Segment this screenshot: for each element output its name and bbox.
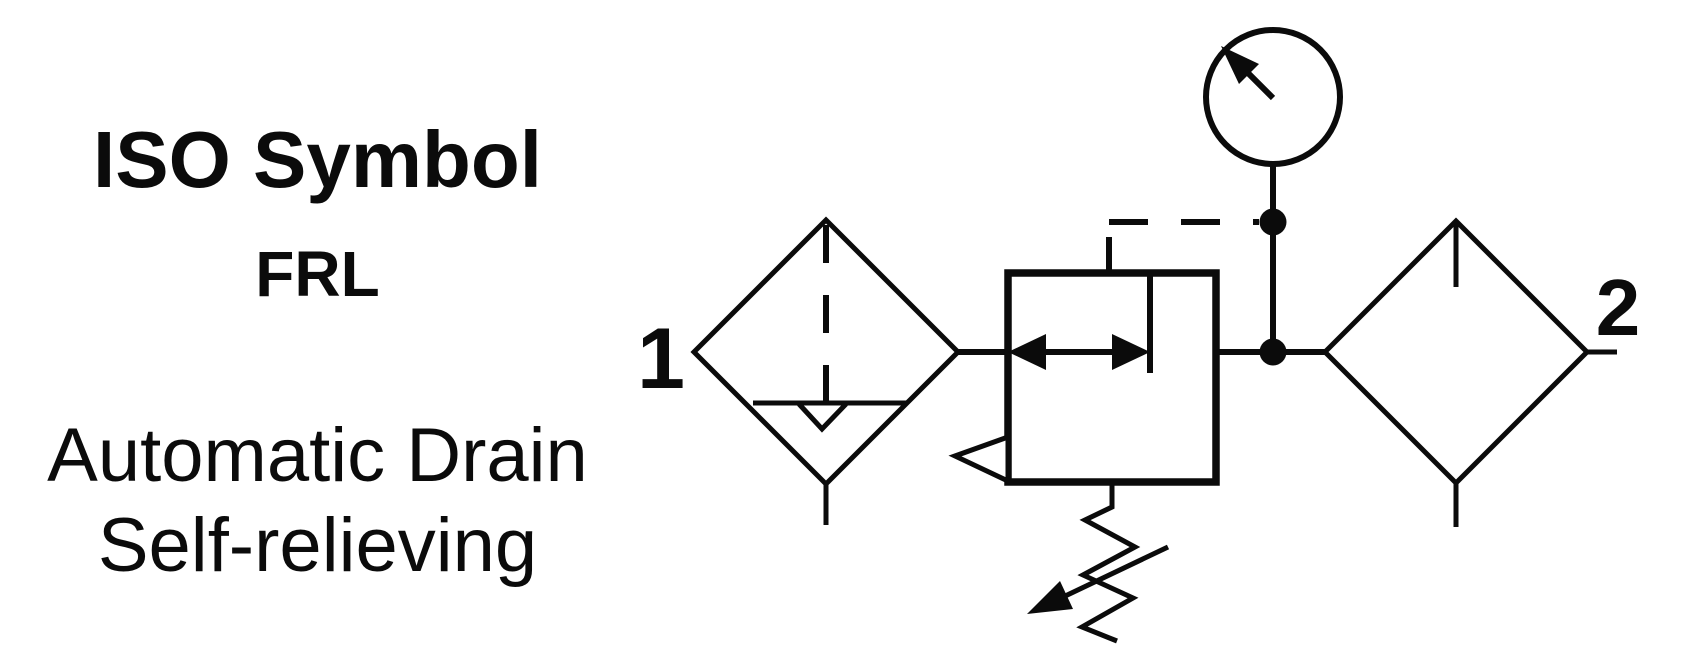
filter-symbol [690, 216, 962, 525]
regulator-adjustment-arrowhead [1027, 581, 1073, 614]
port-2-label: 2 [1596, 263, 1641, 352]
pressure-gauge-symbol [1203, 27, 1343, 352]
page-subtitle: FRL [255, 238, 380, 310]
junction-dot-lower [1259, 338, 1287, 366]
regulator-body-box [1004, 269, 1220, 486]
regulator-flow-arrowhead-right [1112, 334, 1150, 370]
regulator-symbol [948, 219, 1259, 644]
regulator-adjustment-arrow-shaft [1059, 544, 1170, 601]
caption-line-2: Self-relieving [97, 503, 538, 588]
port-1-label: 1 [637, 311, 685, 407]
regulator-adjustment-spring [1076, 482, 1141, 644]
regulator-relief-exhaust-triangle [948, 433, 1011, 485]
caption-line-1: Automatic Drain [47, 413, 588, 498]
filter-drain-valve-vee [797, 402, 848, 433]
lubricator-symbol [1321, 217, 1617, 527]
regulator-flow-arrowhead-left [1008, 334, 1046, 370]
page-title: ISO Symbol [93, 115, 542, 204]
gauge-needle-arrowhead [1221, 46, 1259, 84]
gauge-needle-shaft [1242, 67, 1276, 101]
junction-dot-upper [1259, 208, 1287, 236]
